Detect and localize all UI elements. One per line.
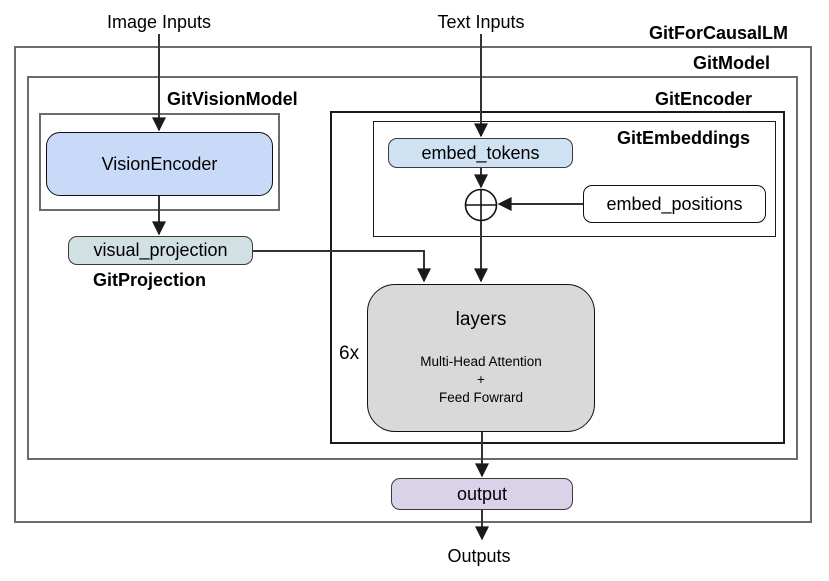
git-model-label: GitModel — [693, 53, 770, 73]
text-inputs-label: Text Inputs — [437, 12, 525, 32]
visual-projection-label: visual_projection — [93, 240, 228, 260]
outputs-label: Outputs — [447, 546, 511, 566]
git-embeddings-box — [373, 121, 776, 237]
git-encoder-label: GitEncoder — [654, 89, 752, 109]
git-projection-label: GitProjection — [93, 270, 207, 290]
output-node: output — [391, 478, 573, 510]
embed-positions-node: embed_positions — [583, 185, 766, 223]
embed-positions-label: embed_positions — [606, 193, 743, 214]
layers-label: layers — [455, 308, 507, 330]
layers-detail-feedforward: Feed Fowrard — [438, 390, 524, 406]
embed-tokens-label: embed_tokens — [421, 142, 540, 163]
git-for-causal-lm-box — [14, 46, 812, 523]
visual-projection-node: visual_projection — [68, 236, 253, 265]
layers-detail-attention: Multi-Head Attention — [420, 353, 542, 369]
repeat-count-label: 6x — [339, 343, 360, 364]
vision-encoder-node: VisionEncoder — [46, 132, 273, 196]
layers-detail-plus: + — [477, 371, 485, 387]
git-vision-model-label: GitVisionModel — [167, 89, 298, 109]
git-for-causal-lm-label: GitForCausalLM — [648, 23, 788, 43]
git-embeddings-label: GitEmbeddings — [616, 128, 750, 148]
image-inputs-label: Image Inputs — [106, 12, 212, 32]
output-label: output — [456, 483, 508, 504]
git-model-box — [27, 76, 798, 460]
vision-encoder-label: VisionEncoder — [101, 153, 218, 174]
layers-node: layers Multi-Head Attention + Feed Fowra… — [367, 284, 595, 432]
embed-tokens-node: embed_tokens — [388, 138, 573, 168]
